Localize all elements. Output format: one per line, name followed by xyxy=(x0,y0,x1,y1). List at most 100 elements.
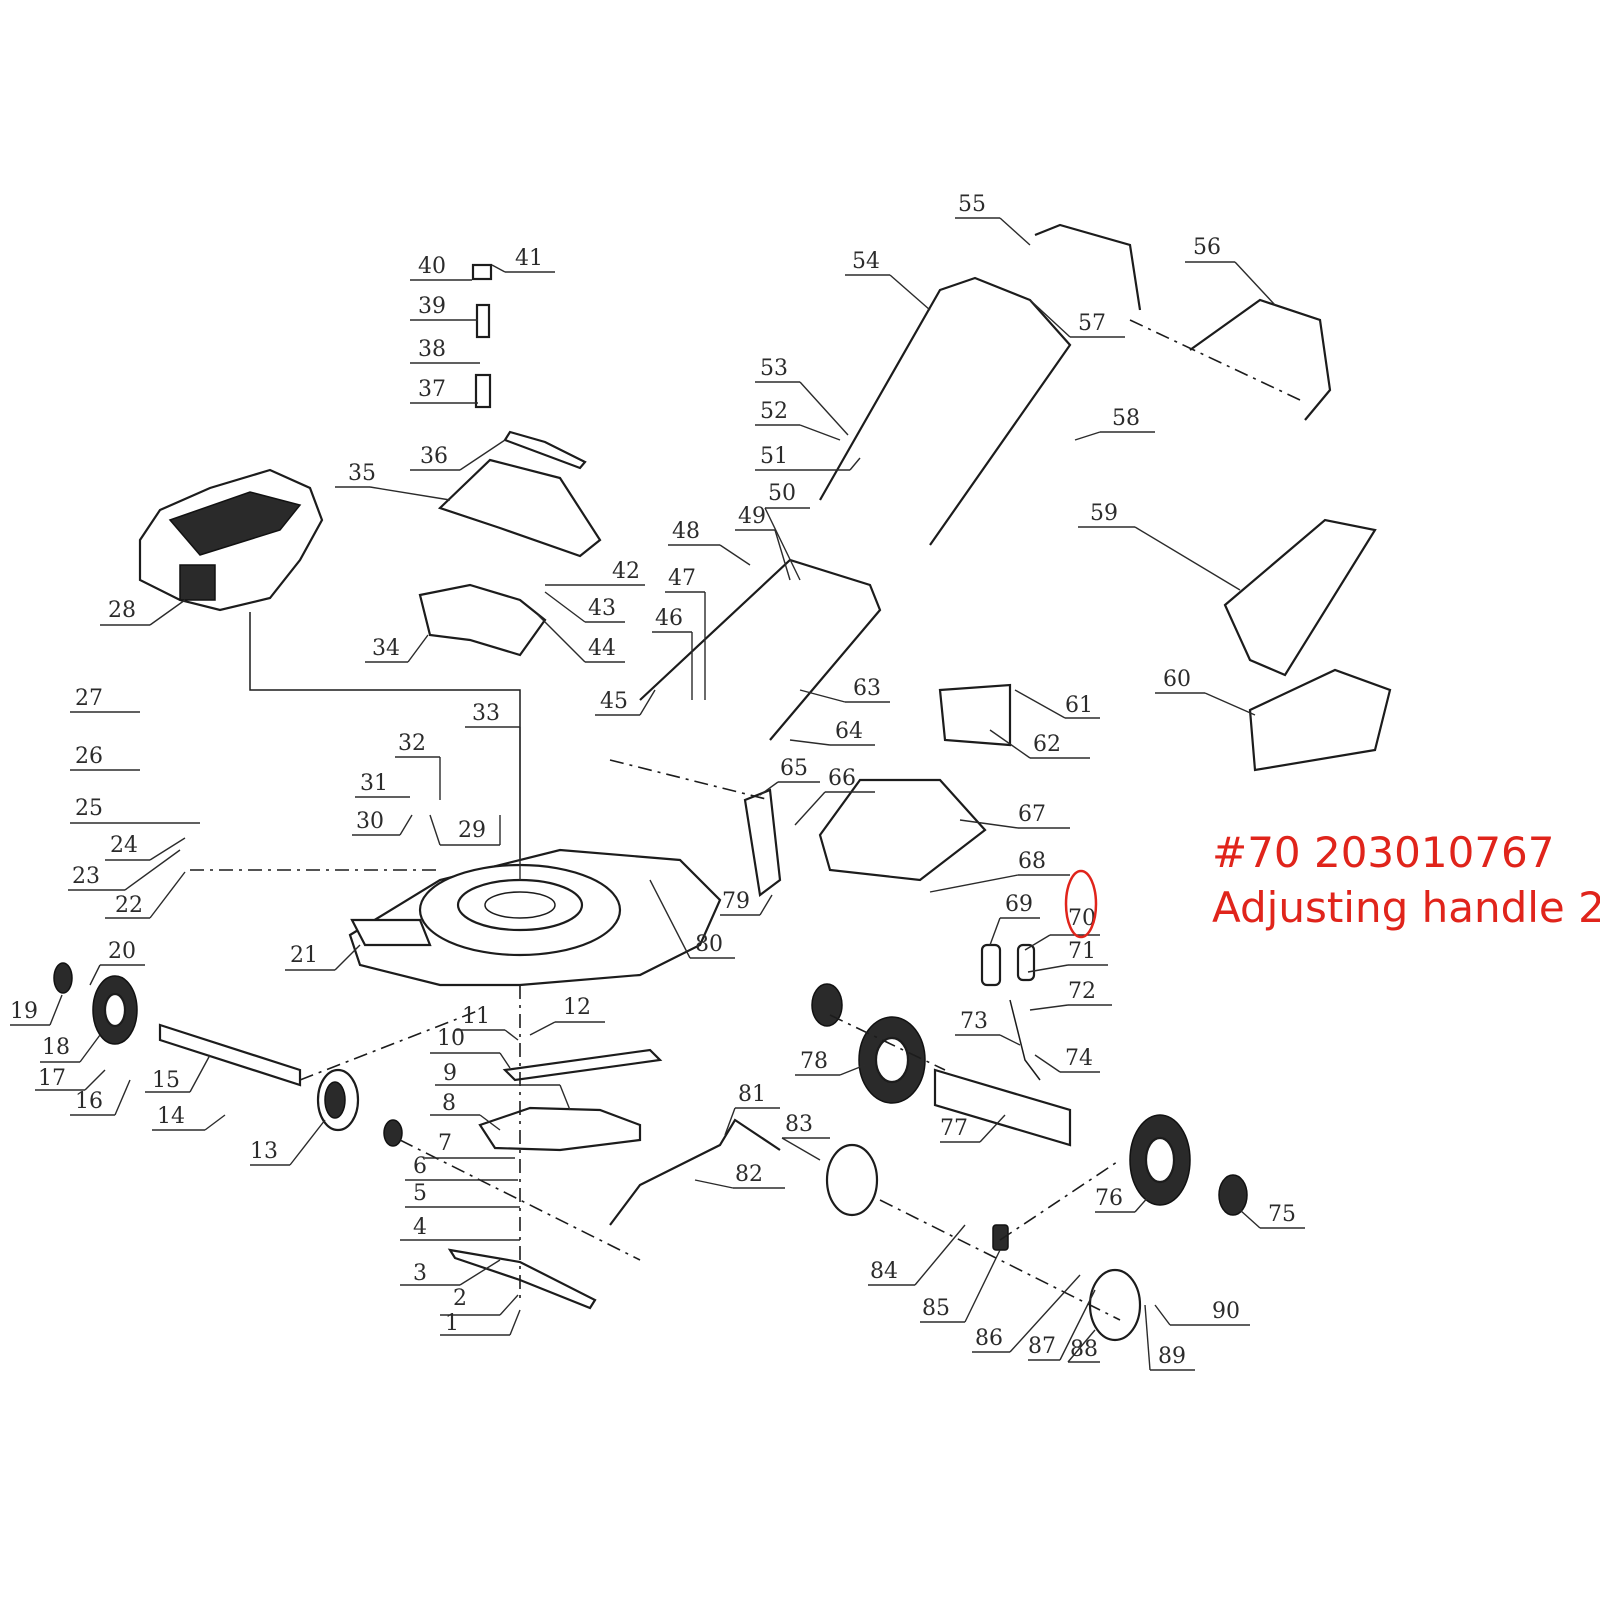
callout-15: 15 xyxy=(152,1068,180,1093)
callout-39: 39 xyxy=(418,294,446,319)
callout-12: 12 xyxy=(563,995,591,1020)
mulch-plate-drawing xyxy=(938,683,1012,747)
callout-68: 68 xyxy=(1018,849,1046,874)
annotation-part-number: #70 203010767 xyxy=(1212,828,1555,877)
callout-6: 6 xyxy=(413,1154,427,1179)
callout-61: 61 xyxy=(1065,693,1093,718)
callout-85: 85 xyxy=(922,1296,950,1321)
annotation-part-name: Adjusting handle 2 xyxy=(1212,883,1600,932)
belt-drawing xyxy=(502,1048,663,1082)
callout-7: 7 xyxy=(438,1131,452,1156)
callout-43: 43 xyxy=(588,596,616,621)
callout-35: 35 xyxy=(348,461,376,486)
throttle-parts-drawing xyxy=(471,263,587,470)
callout-11: 11 xyxy=(462,1004,490,1029)
callout-67: 67 xyxy=(1018,802,1046,827)
callout-32: 32 xyxy=(398,731,426,756)
callout-48: 48 xyxy=(672,519,700,544)
callout-54: 54 xyxy=(852,249,880,274)
callout-81: 81 xyxy=(738,1082,766,1107)
callout-50: 50 xyxy=(768,481,796,506)
rear-axle-drawing xyxy=(933,1068,1072,1147)
callout-84: 84 xyxy=(870,1259,898,1284)
callout-46: 46 xyxy=(655,606,683,631)
callout-34: 34 xyxy=(372,636,400,661)
callout-41: 41 xyxy=(515,246,543,271)
callout-73: 73 xyxy=(960,1009,988,1034)
callout-62: 62 xyxy=(1033,732,1061,757)
callout-40: 40 xyxy=(418,254,446,279)
wheels-drawing xyxy=(53,962,1248,1342)
callout-30: 30 xyxy=(356,809,384,834)
callout-4: 4 xyxy=(413,1215,427,1240)
callout-88: 88 xyxy=(1070,1337,1098,1362)
callout-60: 60 xyxy=(1163,667,1191,692)
callout-53: 53 xyxy=(760,356,788,381)
callout-82: 82 xyxy=(735,1162,763,1187)
callout-90: 90 xyxy=(1212,1299,1240,1324)
callout-28: 28 xyxy=(108,598,136,623)
callout-25: 25 xyxy=(75,796,103,821)
callout-78: 78 xyxy=(800,1049,828,1074)
callout-42: 42 xyxy=(612,559,640,584)
callouts: 1 2 3 4 5 6 7 8 9 10 11 12 13 14 15 16 1… xyxy=(10,192,1305,1371)
callout-17: 17 xyxy=(38,1066,66,1091)
callout-45: 45 xyxy=(600,689,628,714)
callout-14: 14 xyxy=(157,1104,185,1129)
callout-77: 77 xyxy=(940,1116,968,1141)
callout-58: 58 xyxy=(1112,406,1140,431)
callout-38: 38 xyxy=(418,337,446,362)
callout-37: 37 xyxy=(418,377,446,402)
rear-guard-drawing xyxy=(818,778,987,882)
lower-handle-drawing xyxy=(639,558,882,741)
callout-8: 8 xyxy=(442,1091,456,1116)
callout-21: 21 xyxy=(290,943,318,968)
engine-drawing xyxy=(138,468,521,930)
callout-9: 9 xyxy=(443,1061,457,1086)
grass-bag-drawing xyxy=(1248,668,1392,772)
callout-79: 79 xyxy=(722,889,750,914)
callout-47: 47 xyxy=(668,566,696,591)
callout-23: 23 xyxy=(72,864,100,889)
callout-1: 1 xyxy=(445,1311,459,1336)
callout-36: 36 xyxy=(420,444,448,469)
callout-2: 2 xyxy=(453,1286,467,1311)
part-drawings xyxy=(53,223,1392,1342)
callout-71: 71 xyxy=(1068,939,1096,964)
callout-59: 59 xyxy=(1090,501,1118,526)
callout-74: 74 xyxy=(1065,1046,1093,1071)
callout-72: 72 xyxy=(1068,979,1096,1004)
callout-24: 24 xyxy=(110,833,138,858)
callout-19: 19 xyxy=(10,999,38,1024)
adjusting-handle-drawing xyxy=(980,943,1041,1081)
callout-5: 5 xyxy=(413,1181,427,1206)
callout-56: 56 xyxy=(1193,235,1221,260)
callout-33: 33 xyxy=(472,701,500,726)
callout-18: 18 xyxy=(42,1035,70,1060)
callout-44: 44 xyxy=(588,636,616,661)
handle-drawing xyxy=(819,223,1332,546)
chute-drawing xyxy=(437,458,602,558)
bracket-drawing xyxy=(743,788,782,897)
callout-31: 31 xyxy=(360,771,388,796)
callout-76: 76 xyxy=(1095,1186,1123,1211)
callout-51: 51 xyxy=(760,444,788,469)
callout-66: 66 xyxy=(828,766,856,791)
callout-27: 27 xyxy=(75,686,103,711)
callout-69: 69 xyxy=(1005,892,1033,917)
callout-57: 57 xyxy=(1078,311,1106,336)
callout-20: 20 xyxy=(108,939,136,964)
callout-55: 55 xyxy=(958,192,986,217)
adjusting-lever-drawing xyxy=(609,1118,781,1226)
callout-89: 89 xyxy=(1158,1344,1186,1369)
callout-87: 87 xyxy=(1028,1334,1056,1359)
callout-13: 13 xyxy=(250,1139,278,1164)
front-axle-drawing xyxy=(158,1023,302,1087)
callout-65: 65 xyxy=(780,756,808,781)
rear-flap-drawing xyxy=(418,583,547,657)
callout-52: 52 xyxy=(760,399,788,424)
callout-86: 86 xyxy=(975,1326,1003,1351)
blade-drawing xyxy=(447,1248,597,1310)
callout-64: 64 xyxy=(835,719,863,744)
